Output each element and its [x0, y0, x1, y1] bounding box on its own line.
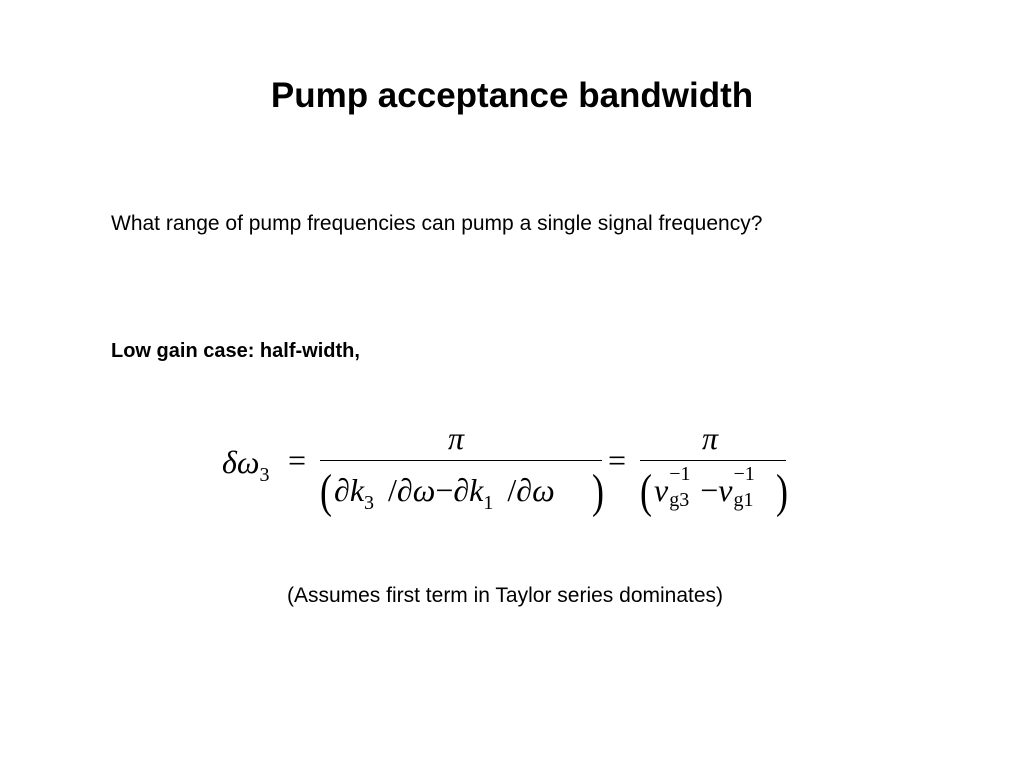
lhs-subscript: 3 [259, 464, 270, 486]
fraction-bar-2 [640, 460, 786, 461]
partial-4: ∂ [516, 472, 533, 508]
k3-subscript: 3 [364, 492, 375, 514]
lhs-delta-omega: δω3 [222, 444, 269, 485]
equals-sign-2: = [608, 442, 627, 478]
question-text: What range of pump frequencies can pump … [111, 212, 763, 235]
case-label: Low gain case: half-width, [111, 340, 360, 362]
partial-1: ∂ [334, 472, 350, 508]
denominator-1: ∂k3 /∂ω−∂k1 /∂ω [334, 472, 555, 513]
minus-2: − [700, 472, 719, 508]
footnote-text: (Assumes first term in Taylor series dom… [286, 584, 724, 607]
v-g1-symbol: v [718, 472, 733, 508]
v-g3-subscript: g3 [669, 489, 690, 511]
numerator-pi-1: π [448, 420, 465, 456]
slash-1: / [388, 472, 397, 508]
k1-symbol: k [469, 472, 484, 508]
k3-symbol: k [349, 472, 365, 508]
partial-2: ∂ [396, 472, 413, 508]
minus-1: − [435, 472, 454, 508]
omega-2: ω [532, 472, 555, 508]
k1-subscript: 1 [483, 492, 494, 514]
lhs-symbol: δω [222, 444, 260, 480]
paren-open-1: ( [319, 465, 332, 518]
v-g1-superscript: −1 [733, 463, 755, 485]
v-g3-superscript: −1 [669, 463, 691, 485]
v-g1-subscript: g1 [733, 489, 754, 511]
slash-2: / [507, 472, 517, 508]
numerator-pi-2: π [702, 420, 719, 456]
paren-close-2: ) [775, 465, 788, 518]
fraction-bar-1 [320, 460, 602, 461]
v-g3-symbol: v [654, 472, 669, 508]
partial-3: ∂ [453, 472, 470, 508]
paren-close-1: ) [591, 465, 604, 518]
slide-title: Pump acceptance bandwidth [270, 76, 754, 115]
omega-1: ω [412, 472, 436, 508]
paren-open-2: ( [639, 465, 652, 518]
equals-sign-1: = [288, 442, 307, 478]
